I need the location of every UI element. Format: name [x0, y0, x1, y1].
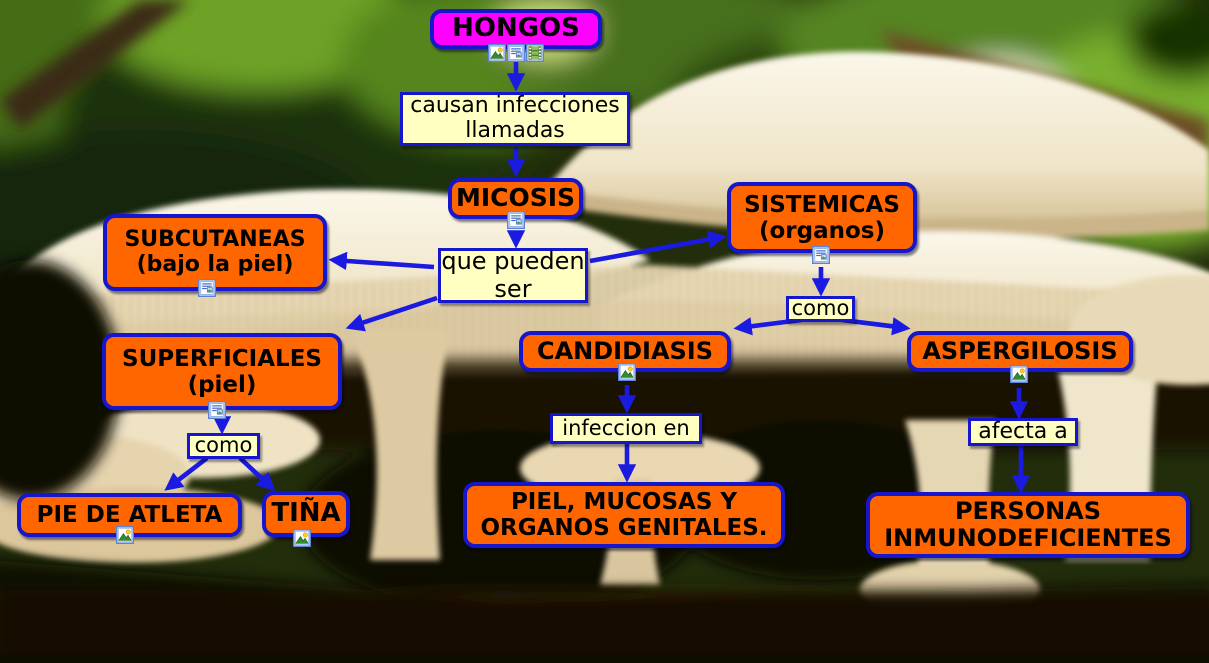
node-subcutaneas-line1: SUBCUTANEAS	[124, 226, 306, 252]
node-micosis-label: MICOSIS	[455, 183, 576, 213]
micosis-document-icon[interactable]	[507, 211, 525, 229]
aspergilosis-image-icon[interactable]	[1010, 365, 1028, 383]
tina-image-icon[interactable]	[293, 529, 311, 547]
node-afecta-a[interactable]: afecta a	[968, 418, 1078, 446]
node-superficiales-line1: SUPERFICIALES	[122, 345, 322, 372]
node-personas-inmunodeficientes[interactable]: PERSONAS INMUNODEFICIENTES	[866, 492, 1190, 558]
node-sistemicas-line2: (organos)	[758, 217, 886, 244]
node-infeccion-en-label: infeccion en	[562, 415, 690, 440]
node-como-superficiales[interactable]: como	[187, 433, 260, 459]
node-pie-de-atleta-label: PIE DE ATLETA	[36, 502, 223, 528]
node-piel-mucosas-line2: ORGANOS GENITALES.	[480, 515, 768, 541]
node-que-pueden-line2: ser	[494, 274, 532, 303]
node-personas-line2: INMUNODEFICIENTES	[884, 524, 1172, 552]
node-superficiales-line2: (piel)	[187, 371, 257, 398]
node-aspergilosis-label: ASPERGILOSIS	[922, 336, 1118, 365]
hongos-film-icon[interactable]	[526, 44, 544, 62]
node-infeccion-en[interactable]: infeccion en	[550, 413, 702, 444]
node-causan-infecciones[interactable]: causan infecciones llamadas	[400, 92, 630, 146]
node-causan-line1: causan infecciones	[410, 93, 620, 119]
superficiales-document-icon[interactable]	[208, 401, 226, 419]
node-subcutaneas-line2: (bajo la piel)	[136, 251, 294, 277]
node-piel-mucosas-line1: PIEL, MUCOSAS Y	[510, 489, 738, 516]
node-personas-line1: PERSONAS	[954, 496, 1102, 525]
node-hongos-label: HONGOS	[452, 13, 580, 44]
node-como-sistemicas[interactable]: como	[786, 296, 855, 322]
node-que-pueden-ser[interactable]: que pueden ser	[438, 248, 588, 303]
candidiasis-image-icon[interactable]	[618, 363, 636, 381]
node-como-sistemicas-label: como	[791, 296, 850, 321]
node-causan-line2: llamadas	[465, 118, 565, 143]
node-subcutaneas[interactable]: SUBCUTANEAS (bajo la piel)	[103, 214, 327, 291]
node-hongos[interactable]: HONGOS	[430, 9, 602, 49]
node-superficiales[interactable]: SUPERFICIALES (piel)	[102, 333, 342, 410]
node-piel-mucosas[interactable]: PIEL, MUCOSAS Y ORGANOS GENITALES.	[463, 482, 785, 548]
node-que-pueden-line1: que pueden	[441, 247, 585, 276]
node-sistemicas-line1: SISTEMICAS	[744, 191, 900, 218]
pie-de-atleta-image-icon[interactable]	[116, 526, 134, 544]
hongos-image-icon[interactable]	[488, 44, 506, 62]
sistemicas-document-icon[interactable]	[812, 246, 830, 264]
node-afecta-a-label: afecta a	[978, 418, 1068, 444]
subcutaneas-document-icon[interactable]	[198, 279, 216, 297]
node-tina-label: TIÑA	[271, 498, 341, 529]
node-candidiasis-label: CANDIDIASIS	[536, 336, 714, 365]
node-sistemicas[interactable]: SISTEMICAS (organos)	[727, 182, 917, 253]
hongos-document-icon[interactable]	[507, 44, 525, 62]
node-como-superficiales-label: como	[194, 433, 253, 458]
